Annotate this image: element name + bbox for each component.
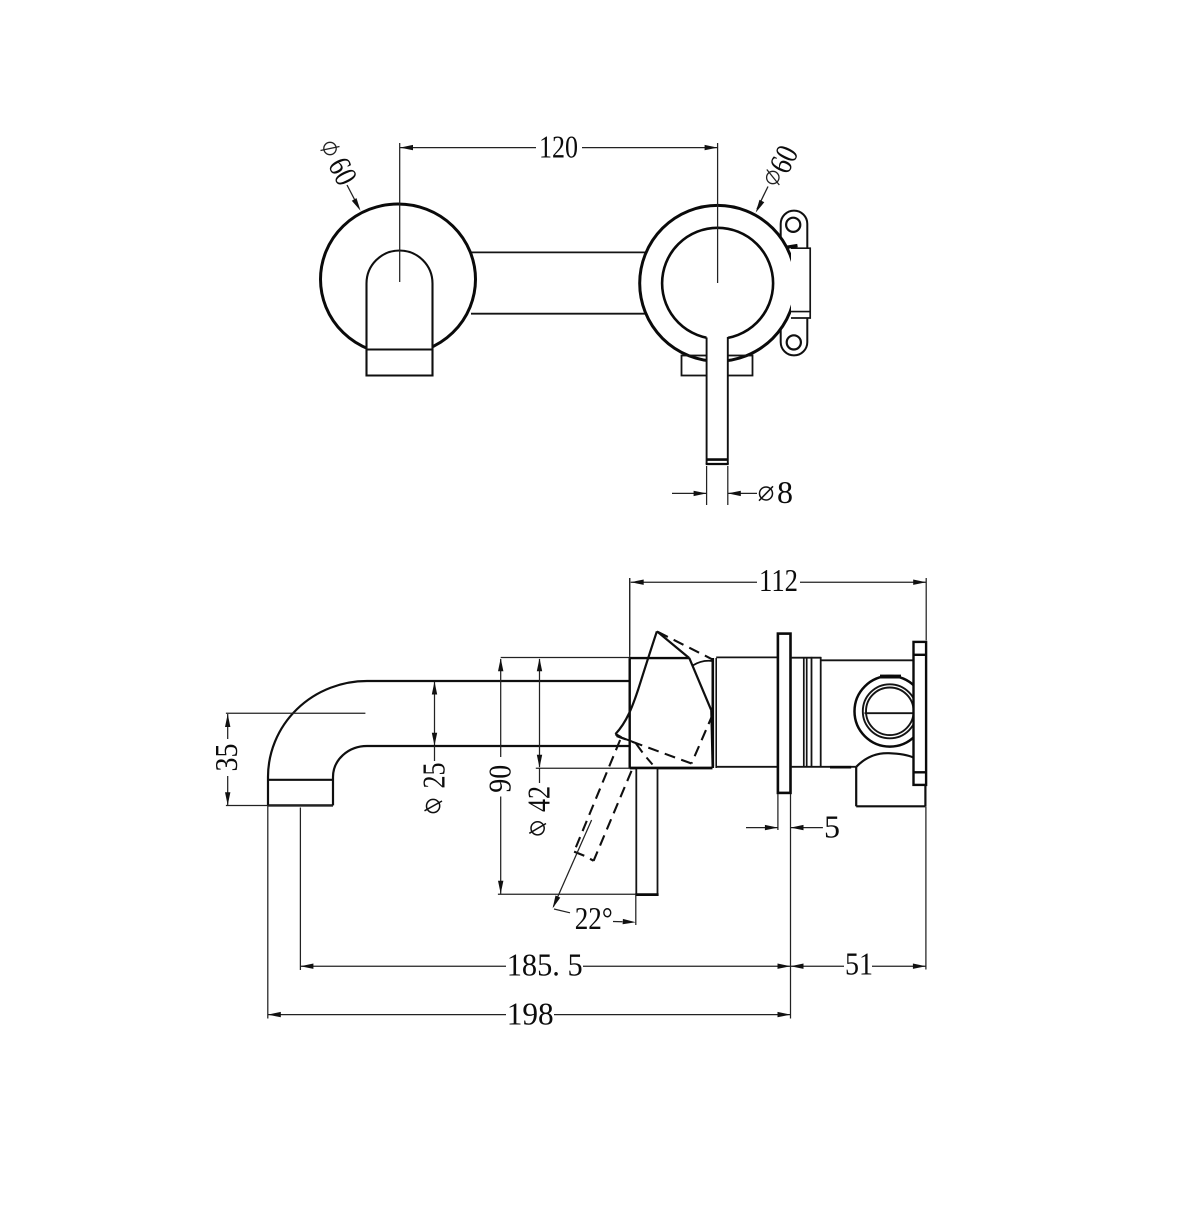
svg-text:22°: 22° (575, 900, 613, 936)
svg-text:112: 112 (759, 562, 798, 598)
svg-text:42: 42 (521, 786, 557, 812)
svg-text:185. 5: 185. 5 (507, 946, 583, 982)
svg-text:5: 5 (824, 809, 840, 845)
svg-text:8: 8 (777, 474, 793, 510)
svg-text:90: 90 (481, 765, 517, 793)
svg-text:51: 51 (845, 946, 873, 982)
svg-text:35: 35 (208, 744, 244, 772)
svg-text:198: 198 (507, 995, 554, 1031)
svg-text:120: 120 (539, 129, 578, 165)
svg-text:25: 25 (416, 763, 452, 789)
